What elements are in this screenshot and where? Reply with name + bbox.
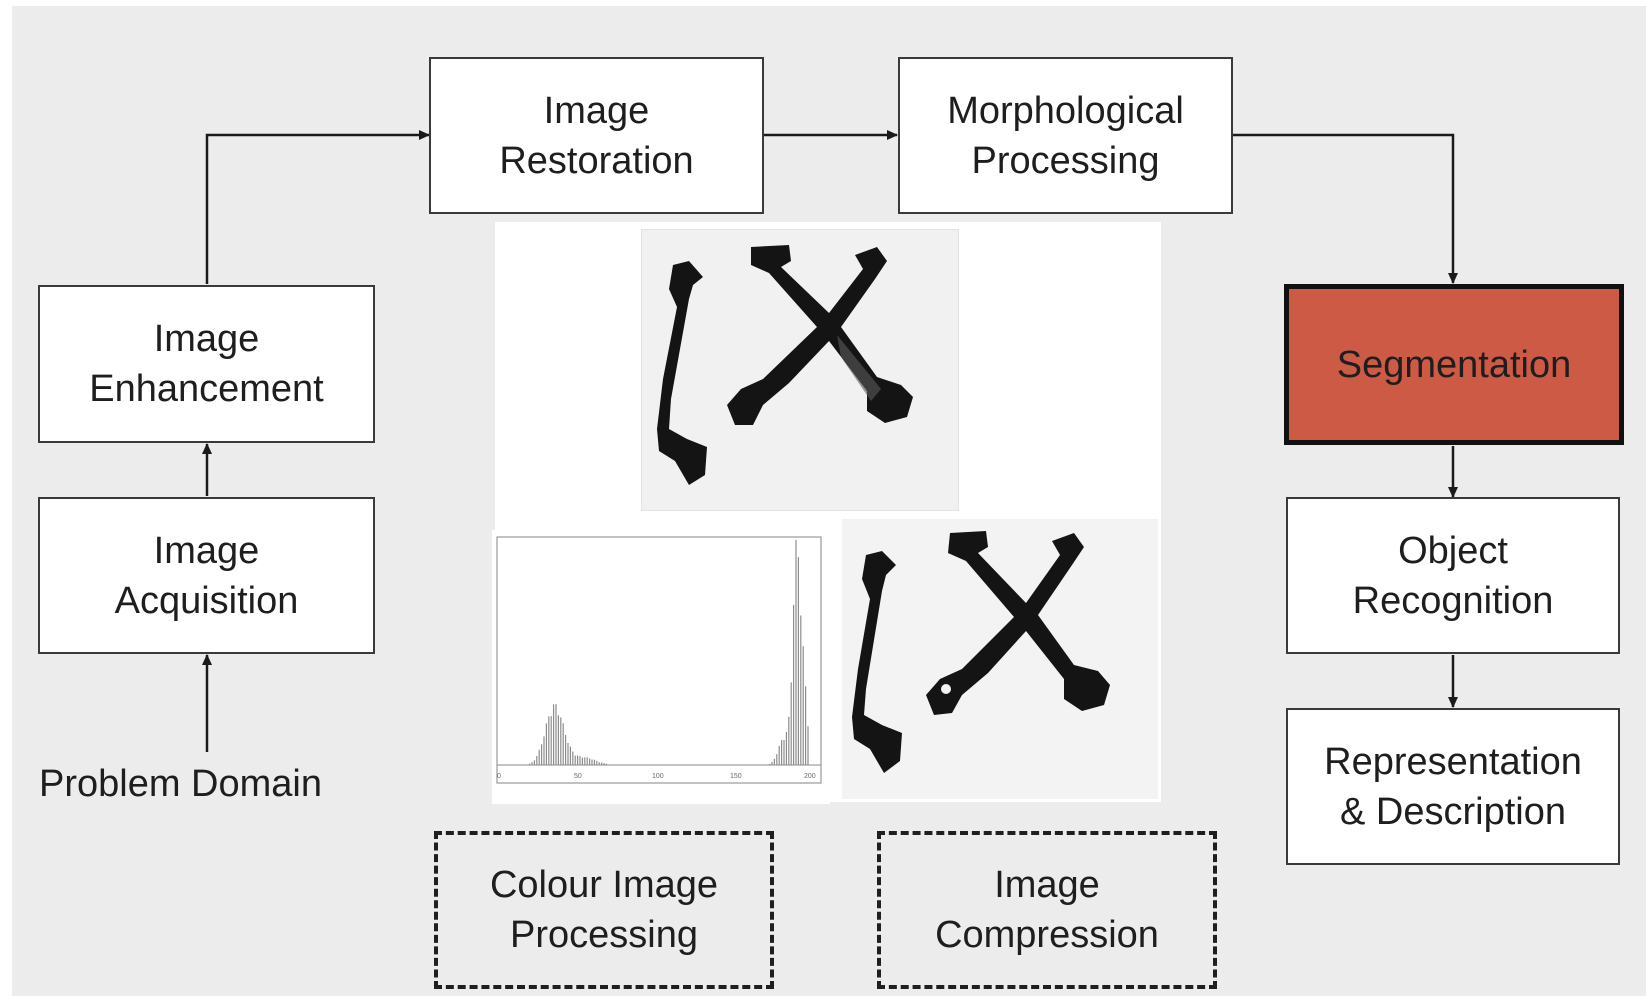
stage-object-recognition: Object Recognition [1286, 497, 1620, 654]
stage-image-compression: Image Compression [877, 831, 1217, 989]
stage-image-acquisition-label: Image Acquisition [114, 529, 299, 622]
histogram-tick-label: 0 [497, 773, 501, 780]
stage-object-recognition-label: Object Recognition [1352, 529, 1554, 622]
stage-representation-description-label: Representation & Description [1324, 740, 1582, 833]
arrow-morphological-to-segmentation [1233, 133, 1458, 284]
stage-image-enhancement: Image Enhancement [38, 285, 375, 443]
stage-colour-image-processing: Colour Image Processing [434, 831, 774, 989]
arrow-enhancement-to-restoration [205, 130, 430, 284]
histogram-tick-label: 200 [804, 773, 816, 780]
stage-image-acquisition: Image Acquisition [38, 497, 375, 654]
stage-colour-image-processing-label: Colour Image Processing [489, 864, 719, 956]
segmented-photo [842, 519, 1158, 799]
histogram-tick-label: 50 [574, 773, 582, 780]
stage-representation-description: Representation & Description [1286, 708, 1620, 865]
stage-image-restoration: Image Restoration [429, 57, 764, 214]
stage-image-enhancement-label: Image Enhancement [89, 318, 324, 410]
histogram-tick-label: 150 [730, 773, 742, 780]
stage-image-restoration-label: Image Restoration [499, 89, 694, 182]
histogram-plot: 0 50 100 150 200 [492, 530, 830, 804]
stage-segmentation-highlighted: Segmentation [1284, 284, 1624, 445]
original-photo [641, 229, 959, 511]
stage-image-compression-label: Image Compression [935, 864, 1159, 956]
histogram-tick-label: 100 [652, 773, 664, 780]
stage-segmentation-label: Segmentation [1336, 343, 1572, 386]
stage-morphological-processing: Morphological Processing [898, 57, 1233, 214]
stage-morphological-processing-label: Morphological Processing [947, 89, 1184, 182]
problem-domain-label: Problem Domain [39, 763, 322, 805]
